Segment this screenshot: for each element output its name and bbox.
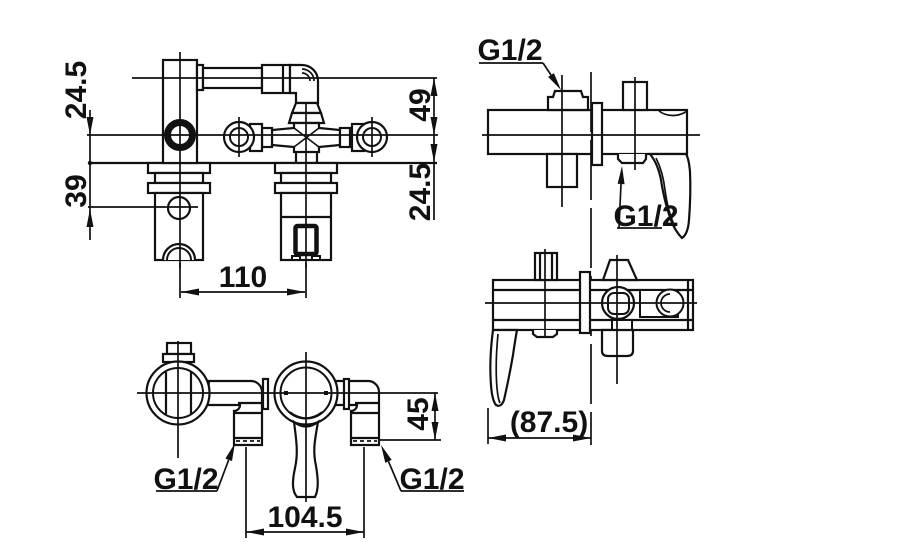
- dim-label-87-5: (87.5): [510, 406, 588, 439]
- thread-label-top-text: G1/2: [477, 34, 542, 67]
- plan-centerlines: [87, 52, 438, 268]
- dim-label-104-5: 104.5: [267, 501, 342, 534]
- shower-outlet-boss: [546, 89, 590, 112]
- dim-45: 45: [379, 393, 441, 441]
- dim-label-110: 110: [219, 261, 267, 294]
- dim-label-24-5-left: 24.5: [60, 61, 93, 119]
- front-centerlines: [137, 341, 438, 502]
- dim-104-5: 104.5: [245, 447, 365, 538]
- holder-screw-hole: [166, 195, 192, 221]
- thread-label-left: G1/2: [153, 443, 235, 496]
- handshower-boss: [616, 154, 648, 165]
- left-inlet-elbow: [205, 379, 264, 447]
- side-view-upper: G1/2 G1/2: [477, 34, 700, 240]
- side-lower-centerlines: [485, 249, 697, 384]
- holder-hook: [161, 242, 197, 261]
- hinge-detail: [658, 110, 688, 117]
- outlet-pipe: [195, 63, 320, 105]
- dim-39: 39: [60, 174, 94, 227]
- dim-110: 110: [179, 261, 307, 298]
- dim-24-5-left: 24.5: [60, 61, 94, 240]
- pipe-elbow: [288, 63, 320, 105]
- side-upper-centerlines: [482, 75, 700, 207]
- dim-label-24-5-right: 24.5: [404, 163, 437, 221]
- pipe-nut: [260, 63, 292, 95]
- dim-49: 49: [404, 78, 438, 220]
- dim-87-5: (87.5): [487, 406, 591, 444]
- dim-label-39: 39: [60, 174, 93, 207]
- side-view-lower: (87.5): [485, 249, 697, 444]
- thread-label-bottom: G1/2: [613, 166, 679, 233]
- lever-side: [647, 152, 692, 240]
- dim-label-49: 49: [404, 88, 437, 121]
- holder-body: [146, 161, 212, 262]
- dim-label-45: 45: [402, 397, 435, 430]
- dim-24-5-right: 24.5: [404, 144, 438, 221]
- body-bar: [486, 108, 689, 156]
- lever-side-lower: [489, 328, 519, 407]
- wall-flange: [590, 101, 604, 167]
- plan-view: 24.5 39 49 24.5 110: [60, 52, 438, 298]
- cartridge-hub: [601, 258, 639, 282]
- front-view: 45 104.5 G1/2 G1/2: [137, 341, 465, 538]
- thread-label-right: G1/2: [381, 445, 465, 496]
- thread-label-top: G1/2: [477, 34, 561, 90]
